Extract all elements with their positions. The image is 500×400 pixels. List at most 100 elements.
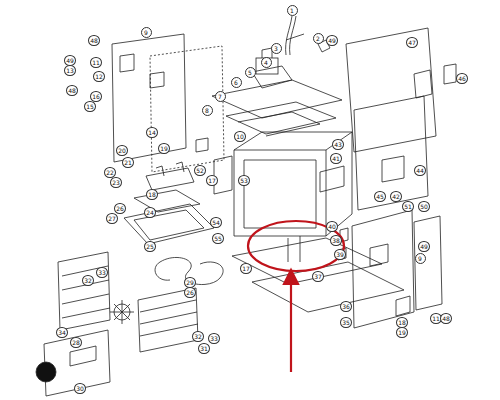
callout-number: 40: [326, 221, 338, 232]
callout-number: 55: [212, 233, 224, 244]
oven-parts-stroke: [414, 216, 442, 310]
callout-number: 49: [64, 55, 76, 66]
oven-parts-stroke: [288, 236, 300, 262]
callout-number: 33: [208, 333, 220, 344]
callout-number: 13: [64, 65, 76, 76]
callout-number: 52: [194, 165, 206, 176]
callout-number: 53: [238, 175, 250, 186]
callout-number: 46: [456, 73, 468, 84]
oven-parts-stroke: [138, 288, 198, 352]
callout-number: 3: [271, 43, 282, 54]
oven-parts-stroke: [286, 16, 304, 55]
oven-parts-stroke: [140, 300, 198, 336]
callout-number: 20: [116, 145, 128, 156]
callout-number: 9: [415, 253, 426, 264]
callout-number: 19: [396, 327, 408, 338]
callout-number: 47: [406, 37, 418, 48]
callout-number: 29: [184, 277, 196, 288]
oven-parts-stroke: [382, 156, 404, 182]
callout-number: 31: [198, 343, 210, 354]
callout-number: 12: [93, 71, 105, 82]
callout-number: 21: [122, 157, 134, 168]
callout-number: 24: [144, 207, 156, 218]
callout-number: 18: [396, 317, 408, 328]
callout-number: 54: [210, 217, 222, 228]
callout-number: 32: [192, 331, 204, 342]
highlight-marker-stroke: [284, 270, 298, 284]
callout-number: 26: [114, 203, 126, 214]
oven-parts-stroke: [150, 46, 224, 172]
highlight-marker-stroke: [290, 278, 292, 372]
callout-number: 37: [312, 271, 324, 282]
oven-parts-stroke: [320, 166, 344, 192]
callout-number: 1: [287, 5, 298, 16]
oven-parts-stroke: [124, 204, 214, 244]
callout-number: 6: [231, 77, 242, 88]
callout-number: 30: [74, 383, 86, 394]
oven-parts-stroke: [110, 300, 134, 324]
oven-parts-stroke: [226, 102, 336, 134]
highlight-marker: [248, 221, 344, 372]
callout-number: 25: [144, 241, 156, 252]
oven-parts-stroke: [370, 244, 410, 316]
callout-number: 14: [146, 127, 158, 138]
oven-parts-stroke: [346, 28, 436, 152]
callout-number: 49: [326, 35, 338, 46]
oven-parts-stroke: [62, 266, 110, 318]
callout-number: 48: [440, 313, 452, 324]
callout-number: 5: [245, 67, 256, 78]
callout-number: 35: [340, 317, 352, 328]
oven-parts: [36, 16, 456, 396]
callout-number: 23: [110, 177, 122, 188]
oven-parts-stroke: [414, 64, 456, 98]
oven-parts-stroke: [196, 138, 208, 152]
oven-parts-stroke: [58, 252, 110, 330]
callout-number: 17: [240, 263, 252, 274]
oven-parts-stroke: [214, 156, 232, 194]
callout-number: 44: [414, 165, 426, 176]
callout-number: 16: [90, 91, 102, 102]
callout-number: 17: [206, 175, 218, 186]
callout-number: 32: [82, 275, 94, 286]
callout-number: 45: [374, 191, 386, 202]
callout-number: 27: [106, 213, 118, 224]
callout-number: 39: [334, 249, 346, 260]
callout-number: 50: [418, 201, 430, 212]
callout-number: 19: [158, 143, 170, 154]
oven-parts-stroke: [120, 54, 164, 88]
callout-number: 7: [215, 91, 226, 102]
callout-number: 38: [330, 235, 342, 246]
callout-number: 2: [313, 33, 324, 44]
callout-number: 42: [390, 191, 402, 202]
oven-parts-stroke: [354, 96, 428, 210]
callout-number: 43: [332, 139, 344, 150]
callout-number: 49: [418, 241, 430, 252]
callout-number: 4: [261, 57, 272, 68]
callout-number: 48: [88, 35, 100, 46]
callout-number: 41: [330, 153, 342, 164]
callout-number: 8: [202, 105, 213, 116]
oven-parts-stroke: [36, 362, 56, 382]
callout-number: 26: [184, 287, 196, 298]
callout-number: 51: [402, 201, 414, 212]
callout-number: 48: [66, 85, 78, 96]
callout-number: 9: [141, 27, 152, 38]
oven-parts-stroke: [232, 238, 382, 284]
callout-number: 36: [340, 301, 352, 312]
oven-parts-stroke: [244, 160, 316, 228]
oven-parts-stroke: [70, 346, 96, 366]
callout-number: 10: [234, 131, 246, 142]
callout-number: 18: [146, 189, 158, 200]
callout-number: 15: [84, 101, 96, 112]
callout-number: 34: [56, 327, 68, 338]
highlight-marker-stroke: [248, 221, 344, 271]
oven-parts-stroke: [44, 330, 110, 396]
callout-number: 33: [96, 267, 108, 278]
oven-parts-stroke: [112, 34, 186, 162]
callout-number: 28: [70, 337, 82, 348]
oven-parts-stroke: [252, 66, 292, 88]
callout-number: 22: [104, 167, 116, 178]
oven-parts-stroke: [146, 162, 194, 190]
callout-number: 11: [90, 57, 102, 68]
